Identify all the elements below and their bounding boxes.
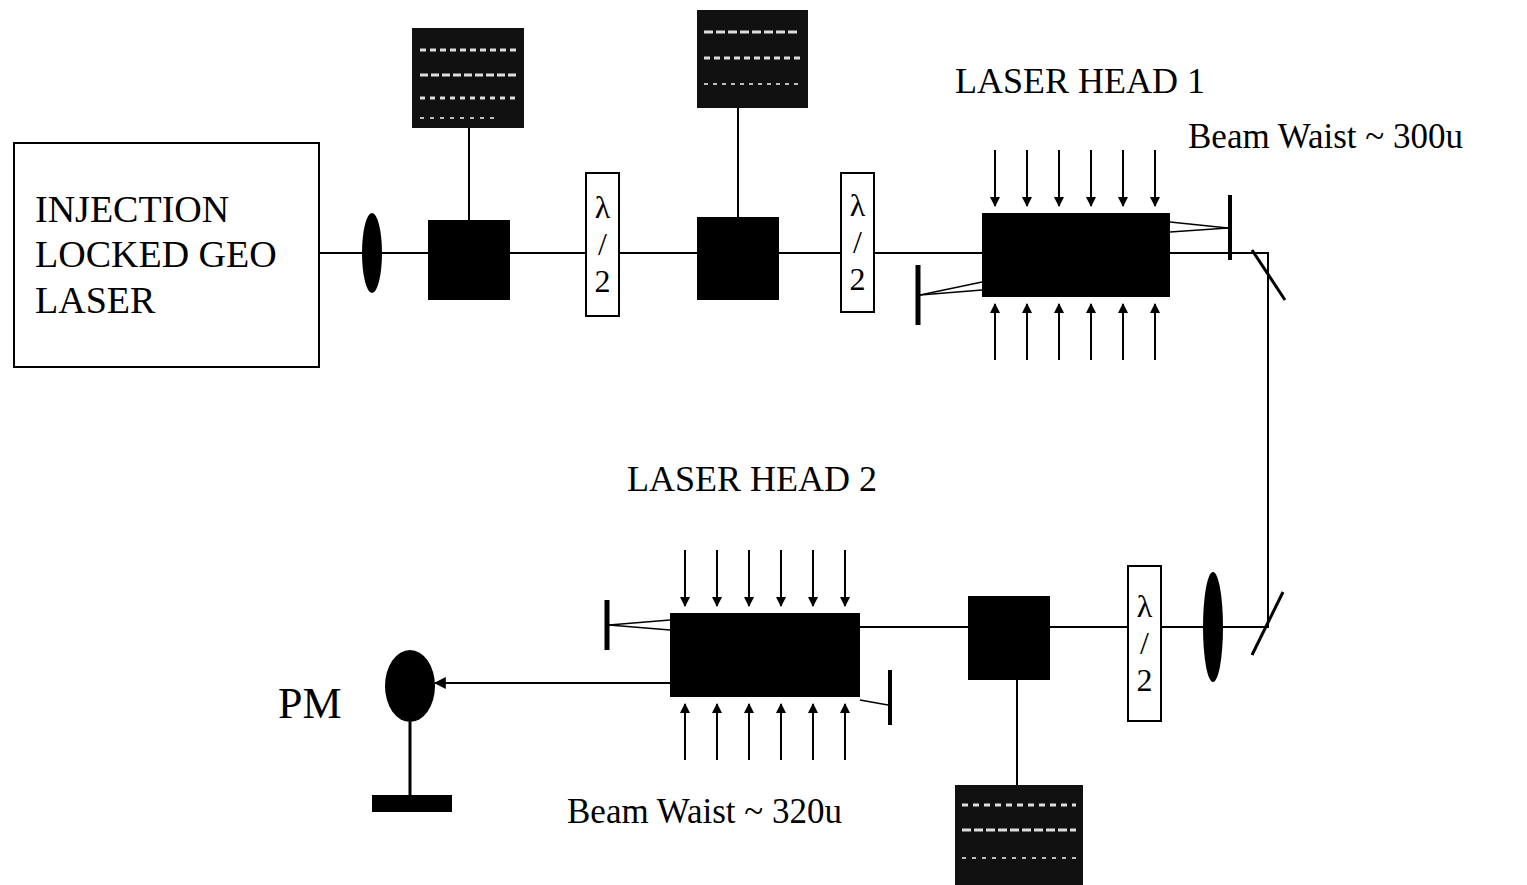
monitor-screen xyxy=(697,10,808,108)
power-meter: PM xyxy=(385,650,435,722)
component-label: LASER HEAD 2 xyxy=(627,460,877,500)
screen-line xyxy=(420,74,516,77)
half-wave-plate: λ / 2 xyxy=(1127,565,1162,722)
polarizer-cube xyxy=(968,596,1050,680)
screen-line xyxy=(420,49,516,52)
detector-shape xyxy=(385,650,435,722)
plate-label: λ / 2 xyxy=(587,189,618,299)
pump-arrow xyxy=(844,704,846,760)
detector-ellipse xyxy=(385,650,435,722)
screen-line xyxy=(704,57,800,60)
pump-arrow xyxy=(994,304,996,360)
pump-arrow xyxy=(844,550,846,606)
half-wave-plate: λ / 2 xyxy=(585,172,620,317)
pump-arrow xyxy=(812,550,814,606)
beam-path xyxy=(609,620,670,625)
stand-line xyxy=(1016,680,1018,785)
mirror xyxy=(916,265,921,325)
screen-line xyxy=(420,117,500,119)
pump-arrow xyxy=(1058,304,1060,360)
component-label: PM xyxy=(278,680,342,728)
lens xyxy=(1203,572,1223,682)
half-wave-plate: λ / 2 xyxy=(840,172,875,313)
pump-arrow xyxy=(1026,304,1028,360)
screen-line xyxy=(420,97,516,100)
stand-line xyxy=(737,108,739,217)
screen-line xyxy=(962,804,1076,807)
pump-arrow xyxy=(1122,150,1124,206)
plate-label: λ / 2 xyxy=(1129,588,1160,698)
screen-line xyxy=(962,829,1076,832)
beam-line xyxy=(875,252,982,254)
pump-arrow xyxy=(1058,150,1060,206)
beam-path xyxy=(920,282,982,295)
pump-arrow xyxy=(748,550,750,606)
detector-stand xyxy=(409,722,412,795)
beam-waist-note: Beam Waist ~ 300u xyxy=(1188,118,1463,157)
pump-arrow xyxy=(1122,304,1124,360)
turning-mirror xyxy=(1252,250,1285,300)
pump-arrow xyxy=(684,704,686,760)
turning-mirror xyxy=(1252,592,1283,655)
pump-arrow xyxy=(780,550,782,606)
polarizer-cube xyxy=(428,220,510,300)
component-label: LASER HEAD 1 xyxy=(955,62,1205,102)
pump-arrow xyxy=(716,550,718,606)
pump-arrow xyxy=(1154,150,1156,206)
pump-arrow xyxy=(1026,150,1028,206)
detector-base xyxy=(372,795,452,812)
screen-line xyxy=(704,83,800,85)
pump-arrow xyxy=(716,704,718,760)
monitor-screen xyxy=(412,28,524,128)
beam-waist-note: Beam Waist ~ 320u xyxy=(567,793,842,832)
pump-arrow xyxy=(684,550,686,606)
laser-head: LASER HEAD 2 xyxy=(670,613,860,697)
screen-line xyxy=(704,31,800,34)
polarizer-cube xyxy=(697,217,779,300)
beam-path xyxy=(609,625,670,630)
mirror xyxy=(605,600,610,650)
pump-arrow xyxy=(748,704,750,760)
beam-path xyxy=(860,700,888,705)
laser-source-box: INJECTION LOCKED GEO LASER xyxy=(13,142,320,368)
pump-arrow xyxy=(1154,304,1156,360)
pump-arrow xyxy=(780,704,782,760)
beam-path xyxy=(1170,228,1228,232)
laser-head: LASER HEAD 1 xyxy=(982,213,1170,297)
pump-arrow xyxy=(1090,150,1092,206)
lens xyxy=(362,213,382,293)
beam-path xyxy=(1170,222,1228,228)
box-label: INJECTION LOCKED GEO LASER xyxy=(35,187,306,324)
pump-arrow xyxy=(994,150,996,206)
beam-path xyxy=(920,290,982,295)
screen-line xyxy=(962,857,1076,859)
mirror xyxy=(888,670,892,725)
pump-arrow xyxy=(1090,304,1092,360)
beam-line xyxy=(435,682,670,684)
beam-line xyxy=(1162,253,1268,627)
stand-line xyxy=(468,128,470,220)
pump-arrow xyxy=(812,704,814,760)
mirror xyxy=(1228,195,1232,260)
plate-label: λ / 2 xyxy=(842,187,873,297)
monitor-screen xyxy=(955,785,1083,885)
